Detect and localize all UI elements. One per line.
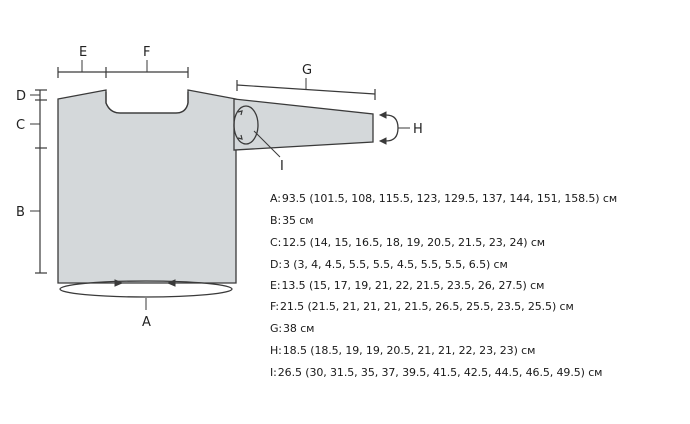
measurement-key: G:	[270, 322, 283, 335]
label-g: G	[302, 63, 312, 78]
label-h: H	[413, 122, 423, 137]
label-e: E	[79, 45, 87, 60]
hem-arrow-left	[114, 279, 124, 287]
measurement-key: C:	[270, 236, 282, 249]
measurement-value: 35 см	[282, 214, 314, 227]
measurement-value: 13.5 (15, 17, 19, 21, 22, 21.5, 23.5, 26…	[281, 279, 545, 292]
measurement-key: E:	[270, 279, 281, 292]
measurement-key: F:	[270, 300, 279, 313]
measurement-value: 93.5 (101.5, 108, 115.5, 123, 129.5, 137…	[281, 192, 618, 205]
label-f: F	[143, 45, 150, 60]
measurement-i: I:26.5 (30, 31.5, 35, 37, 39.5, 41.5, 42…	[270, 366, 602, 379]
wrist-arrow-bottom	[378, 137, 387, 145]
leader-line-i	[253, 130, 281, 158]
measurement-value: 21.5 (21.5, 21, 21, 21, 21.5, 26.5, 25.5…	[279, 300, 574, 313]
upper-arm-circumference-loop	[233, 105, 259, 145]
hem-circumference-loop	[59, 280, 233, 298]
neckline	[105, 92, 189, 114]
measurement-b: B:35 см	[270, 214, 314, 227]
measurement-key: A:	[270, 192, 281, 205]
measurement-a: A:93.5 (101.5, 108, 115.5, 123, 129.5, 1…	[270, 192, 617, 205]
measurement-h: H:18.5 (18.5, 19, 19, 20.5, 21, 21, 22, …	[270, 344, 535, 357]
label-a: A	[142, 315, 151, 330]
measurement-g: G:38 см	[270, 322, 314, 335]
hem-arrow-right	[166, 279, 176, 287]
measurement-key: H:	[270, 344, 282, 357]
label-c: C	[16, 118, 25, 133]
measurement-value: 38 см	[283, 322, 315, 335]
measurement-key: D:	[270, 258, 282, 271]
measurement-c: C:12.5 (14, 15, 16.5, 18, 19, 20.5, 21.5…	[270, 236, 545, 249]
measurement-value: 18.5 (18.5, 19, 19, 20.5, 21, 21, 22, 23…	[282, 344, 536, 357]
wrist-arrow-top	[378, 111, 387, 119]
measurement-key: B:	[270, 214, 282, 227]
measurement-f: F:21.5 (21.5, 21, 21, 21, 21.5, 26.5, 25…	[270, 300, 574, 313]
upper-arm-arrow-bottom	[237, 134, 243, 140]
measurement-value: 26.5 (30, 31.5, 35, 37, 39.5, 41.5, 42.5…	[277, 366, 603, 379]
label-d: D	[16, 89, 26, 104]
label-i: I	[280, 159, 284, 174]
measurement-key: I:	[270, 366, 277, 379]
measurement-value: 12.5 (14, 15, 16.5, 18, 19, 20.5, 21.5, …	[282, 236, 546, 249]
dim-line-g	[236, 84, 376, 95]
body-piece	[57, 89, 237, 284]
label-b: B	[16, 205, 25, 220]
wrist-circumference-loop	[385, 114, 399, 142]
upper-arm-arrow-top	[237, 110, 243, 116]
measurement-d: D:3 (3, 4, 4.5, 5.5, 5.5, 4.5, 5.5, 5.5,…	[270, 258, 508, 271]
sleeve-piece	[233, 98, 374, 151]
measurement-value: 3 (3, 4, 4.5, 5.5, 5.5, 4.5, 5.5, 5.5, 6…	[282, 258, 508, 271]
measurement-e: E:13.5 (15, 17, 19, 21, 22, 21.5, 23.5, …	[270, 279, 544, 292]
